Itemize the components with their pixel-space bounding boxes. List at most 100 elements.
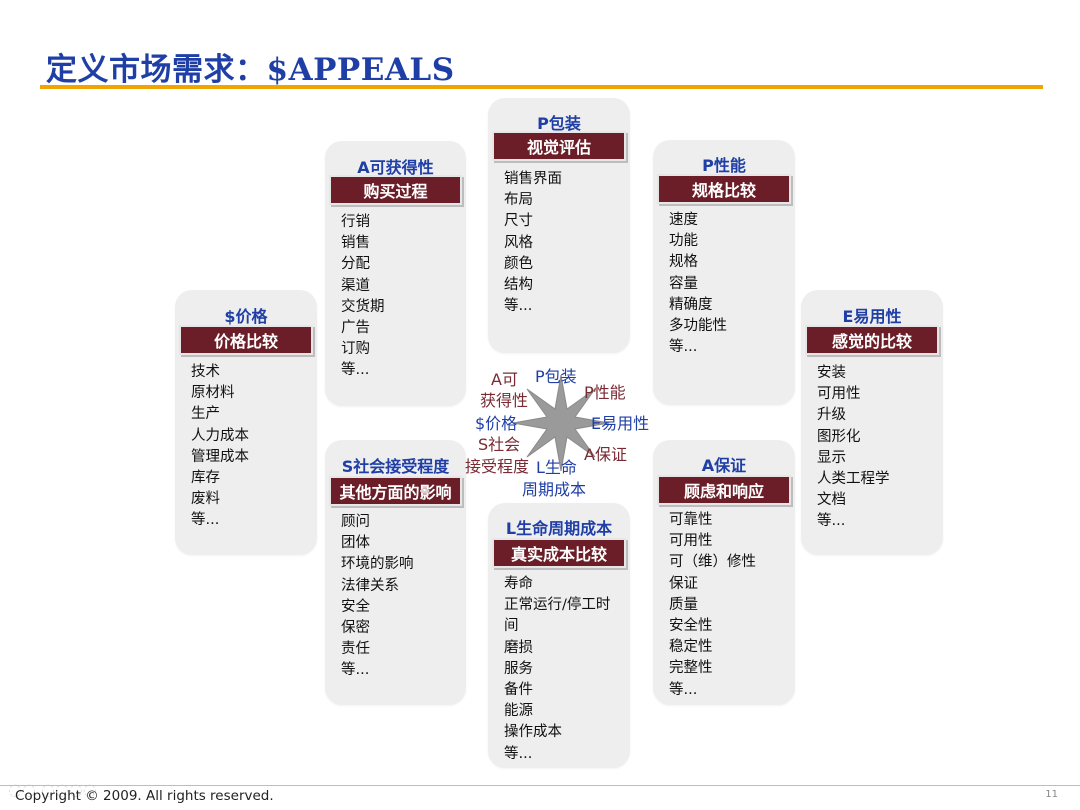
- star-label-lifecycle-1: L生命: [536, 458, 577, 477]
- list-item: 等...: [504, 298, 533, 315]
- list-item: 废料: [191, 491, 220, 508]
- list-item: 等...: [504, 745, 533, 762]
- list-item: 稳定性: [669, 639, 713, 656]
- list-item: 规格: [669, 254, 698, 271]
- card-price: $价格 价格比较 技术 原材料 生产 人力成本 管理成本 库存 废料 等...: [175, 290, 317, 555]
- list-item: 完整性: [669, 660, 713, 677]
- list-item: 技术: [191, 364, 220, 380]
- star-label-availability-1: A可: [491, 370, 518, 389]
- list-item: 等...: [669, 339, 698, 356]
- star-label-packaging: P包装: [535, 367, 577, 386]
- list-item: 销售界面: [504, 171, 562, 187]
- list-item: 寿命: [504, 576, 533, 592]
- list-item: 尺寸: [504, 213, 533, 230]
- star-label-price: $价格: [475, 414, 518, 433]
- list-item: 等...: [191, 512, 220, 529]
- list-item: 功能: [669, 233, 698, 250]
- list-item: 生产: [191, 406, 220, 423]
- list-item: 责任: [341, 641, 370, 658]
- list-item: 法律关系: [341, 577, 399, 594]
- list-item: 安全: [341, 598, 370, 615]
- list-item: 能源: [504, 703, 533, 720]
- title-underline: [40, 85, 1043, 89]
- list-item: 等...: [341, 362, 370, 379]
- card-packaging-header: P包装: [537, 114, 581, 133]
- list-item: 多功能性: [669, 318, 727, 335]
- list-item: 保密: [341, 620, 370, 637]
- page-number: 11: [1045, 789, 1058, 800]
- list-item: 升级: [817, 407, 846, 424]
- card-ease-header: E易用性: [842, 307, 902, 326]
- star-label-social-1: S社会: [478, 435, 521, 454]
- card-social-header: S社会接受程度: [341, 457, 450, 476]
- list-item: 原材料: [191, 385, 235, 402]
- list-item: 分配: [341, 256, 370, 273]
- card-ease-list: 安装 可用性 升级 图形化 显示 人类工程学 文档 等...: [817, 363, 935, 533]
- list-item: 安全性: [669, 618, 713, 635]
- list-item: 保证: [669, 575, 698, 592]
- list-item: 风格: [504, 234, 533, 251]
- list-item: 等...: [341, 662, 370, 679]
- list-item: 可用性: [817, 386, 861, 403]
- card-packaging-list: 销售界面 布局 尺寸 风格 颜色 结构 等...: [504, 169, 622, 317]
- card-packaging: P包装 视觉评估 销售界面 布局 尺寸 风格 颜色 结构 等...: [488, 98, 630, 353]
- list-item: 服务: [504, 660, 533, 677]
- list-item: 团体: [341, 535, 370, 552]
- star-label-availability-2: 获得性: [480, 391, 529, 410]
- star-label-lifecycle-2: 周期成本: [522, 480, 587, 499]
- list-item: 广告: [341, 320, 370, 337]
- card-social-bar: 其他方面的影响: [329, 476, 462, 506]
- list-item: 结构: [504, 277, 533, 294]
- list-item: 精确度: [669, 296, 713, 313]
- list-item: 速度: [669, 212, 698, 228]
- list-item: 顾问: [341, 514, 370, 530]
- card-performance-bar: 规格比较: [657, 174, 791, 204]
- card-lifecycle-list: 寿命 正常运行/停工时 间 磨损 服务 备件 能源 操作成本 等...: [504, 574, 622, 765]
- card-price-header: $价格: [224, 307, 268, 326]
- card-availability: A可获得性 购买过程 行销 销售 分配 渠道 交货期 广告 订购 等...: [325, 141, 466, 406]
- card-performance-list: 速度 功能 规格 容量 精确度 多功能性 等...: [669, 210, 787, 358]
- list-item: 环境的影响: [341, 556, 414, 573]
- card-social-acceptance: S社会接受程度 其他方面的影响 顾问 团体 环境的影响 法律关系 安全 保密 责…: [325, 440, 466, 705]
- list-item: 图形化: [817, 428, 861, 445]
- copyright-text: Copyright © 2009. All rights reserved.: [15, 788, 274, 804]
- list-item: 容量: [669, 275, 698, 292]
- list-item: 人类工程学: [817, 471, 890, 488]
- list-item: 交货期: [341, 298, 385, 315]
- list-item: 显示: [817, 449, 846, 466]
- card-availability-header: A可获得性: [357, 158, 434, 177]
- card-assurance-header: A保证: [701, 456, 747, 475]
- list-item: 备件: [504, 682, 533, 699]
- list-item: 颜色: [504, 255, 533, 272]
- list-item: 磨损: [504, 639, 533, 656]
- card-ease-bar: 感觉的比较: [805, 325, 939, 355]
- star-polygon: [512, 374, 610, 472]
- card-price-list: 技术 原材料 生产 人力成本 管理成本 库存 废料 等...: [191, 362, 309, 532]
- card-performance: P性能 规格比较 速度 功能 规格 容量 精确度 多功能性 等...: [653, 140, 795, 405]
- list-item: 正常运行/停工时: [504, 597, 611, 614]
- card-availability-bar: 购买过程: [329, 175, 462, 205]
- list-item: 间: [504, 618, 519, 635]
- list-item: 等...: [817, 513, 846, 530]
- card-performance-header: P性能: [702, 156, 746, 175]
- card-availability-list: 行销 销售 分配 渠道 交货期 广告 订购 等...: [341, 212, 458, 382]
- card-packaging-bar: 视觉评估: [492, 131, 626, 161]
- card-lifecycle-bar: 真实成本比较: [492, 538, 626, 568]
- list-item: 行销: [341, 214, 370, 230]
- star-shape: [512, 374, 610, 472]
- list-item: 布局: [504, 192, 533, 209]
- list-item: 销售: [341, 235, 370, 252]
- list-item: 质量: [669, 596, 698, 613]
- list-item: 库存: [191, 470, 220, 487]
- card-assurance: A保证 顾虑和响应 可靠性 可用性 可（维）修性 保证 质量 安全性 稳定性 完…: [653, 440, 795, 705]
- star-label-performance: P性能: [584, 383, 626, 402]
- list-item: 订购: [341, 341, 370, 358]
- list-item: 可靠性: [669, 512, 713, 528]
- card-ease-of-use: E易用性 感觉的比较 安装 可用性 升级 图形化 显示 人类工程学 文档 等..…: [801, 290, 943, 555]
- card-lifecycle-cost: L生命周期成本 真实成本比较 寿命 正常运行/停工时 间 磨损 服务 备件 能源…: [488, 503, 630, 768]
- list-item: 人力成本: [191, 427, 249, 444]
- card-assurance-list: 可靠性 可用性 可（维）修性 保证 质量 安全性 稳定性 完整性 等...: [669, 510, 787, 701]
- list-item: 文档: [817, 492, 846, 509]
- list-item: 安装: [817, 365, 846, 381]
- page-title: 定义市场需求：$APPEALS: [46, 52, 455, 88]
